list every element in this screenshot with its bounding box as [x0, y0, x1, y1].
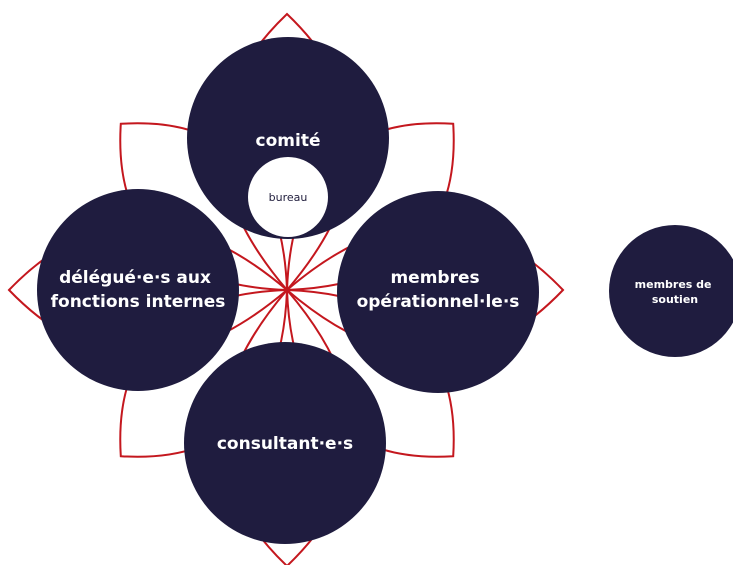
- membres-operationnels-label-line1: membres: [390, 268, 479, 288]
- comite-node: comité: [187, 37, 389, 239]
- delegues-circle: [37, 189, 239, 391]
- consultants-label: consultant·e·s: [217, 434, 353, 454]
- bureau-label: bureau: [269, 191, 308, 204]
- membres-soutien-node: membres de soutien: [609, 225, 733, 357]
- consultants-node: consultant·e·s: [184, 342, 386, 544]
- membres-operationnels-node: membres opérationnel·le·s: [337, 191, 539, 393]
- membres-operationnels-label-line2: opérationnel·le·s: [357, 292, 520, 312]
- bureau-circle: [248, 157, 328, 237]
- bureau-node: bureau: [248, 157, 328, 237]
- delegues-node: délégué·e·s aux fonctions internes: [37, 189, 239, 391]
- membres-soutien-label: membres de soutien: [635, 278, 716, 306]
- comite-label: comité: [256, 131, 321, 151]
- consultants-circle: [184, 342, 386, 544]
- membres-operationnels-label: membres opérationnel·le·s: [357, 268, 520, 312]
- delegues-label-line1: délégué·e·s aux: [59, 268, 211, 288]
- delegues-label: délégué·e·s aux fonctions internes: [51, 268, 226, 312]
- membres-soutien-circle: [609, 225, 733, 357]
- membres-soutien-label-line1: membres de: [635, 278, 712, 291]
- comite-circle: [187, 37, 389, 239]
- membres-soutien-label-line2: soutien: [652, 293, 698, 306]
- membres-operationnels-circle: [337, 191, 539, 393]
- delegues-label-line2: fonctions internes: [51, 292, 226, 312]
